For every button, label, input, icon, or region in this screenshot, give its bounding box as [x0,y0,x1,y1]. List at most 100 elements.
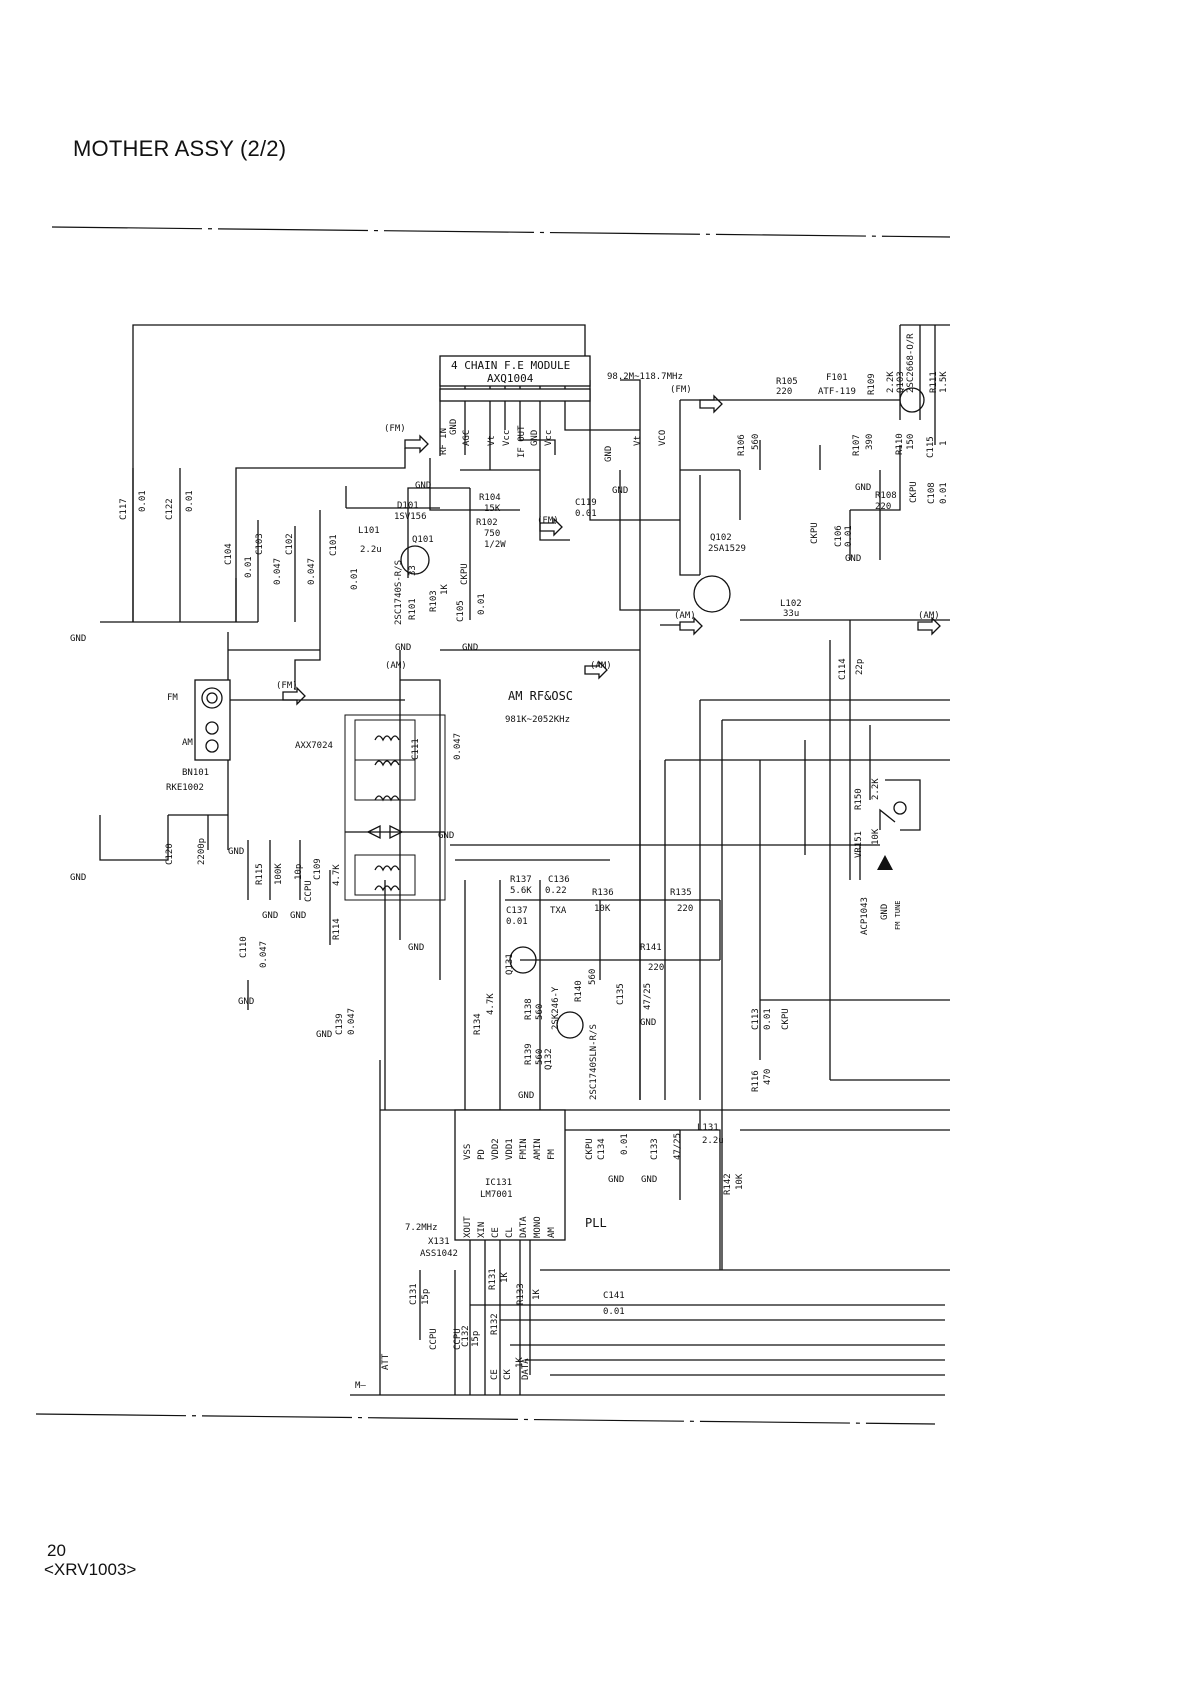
r106-ref: R106 [737,434,747,456]
r111-ref: R111 [929,371,939,393]
d101-value: 1SV156 [394,512,427,522]
fe-pin-names: RF IN GND AGC Vt Vcc IF OUT GND Vcc GND … [439,419,668,462]
ckpu-label: CKPU [909,481,919,503]
r137-ref: R137 [510,875,532,885]
q131-part: 2SK246-Y [551,986,561,1030]
r139-value: 560 [535,1049,545,1065]
q103-part: 2SC2668-O/R [906,333,916,393]
am-signal-label: (AM) [385,661,407,671]
am-signal-label: (AM) [674,611,696,621]
am-jack[interactable] [205,721,219,735]
component-labels: D101 1SV156 L101 2.2u Q101 R104 15K R102… [355,373,897,1391]
gnd-label: GND [462,643,478,653]
c102-ref: C102 [285,533,295,555]
txa-label: TXA [550,906,567,916]
l101-ref: L101 [358,526,380,536]
c139-value: 0.047 [347,1008,357,1035]
c133-value: 47/25 [673,1133,683,1160]
r108-value: 220 [875,502,891,512]
fe-module-pin-strip [439,388,591,402]
q101-transistor [400,545,430,575]
r133-value: 1K [532,1289,542,1300]
c109-value: 10p [294,864,304,880]
c111-ref: C111 [411,738,421,760]
d101-ref: D101 [397,501,419,511]
r138-ref: R138 [524,998,534,1020]
fe-module-freq: 98.2M~118.7MHz [607,372,683,382]
gnd-label: GND [238,997,254,1007]
q102-part: 2SA1529 [708,544,746,554]
c119-value: 0.01 [575,509,597,519]
fm-arrow [404,434,429,454]
r116-value: 470 [763,1069,773,1085]
c120-ref: C120 [165,843,175,865]
r105-ref: R105 [776,377,798,387]
data-label: DATA [521,1358,531,1380]
ckpu-label: CKPU [781,1008,791,1030]
fm-arrow [282,686,306,706]
pll-pin-name: CL [505,1227,515,1238]
c105-value: 0.01 [477,593,487,615]
q101-ref: Q101 [412,535,434,545]
r115-ref: R115 [255,863,265,885]
r107-ref: R107 [852,434,862,456]
r110-ref: R110 [895,433,905,455]
gnd-label: GND [845,554,861,564]
gnd-label: GND [438,831,454,841]
coil-block-part: AXX7024 [295,741,333,751]
fe-pin-name: GND [449,419,459,435]
pll-pin-name: FM [547,1149,557,1160]
fe-pin-name: RF IN [439,428,449,455]
pll-pin-name: XIN [477,1222,487,1238]
c115-value: 1 [939,441,949,446]
fm-jack[interactable] [201,687,223,709]
pll-pin-name: AM [547,1227,557,1238]
fe-pin-name: Vt [487,435,497,446]
r109-value: 2.2K [886,371,896,393]
c101-ref: C101 [329,534,339,556]
pll-label: PLL [585,1216,607,1230]
document-code: <XRV1003> [44,1560,137,1579]
m-line-label: M— [355,1381,366,1391]
r142-value: 10K [735,1173,745,1190]
r101-ref: R101 [408,598,418,620]
gnd-label: GND [395,643,411,653]
ckpu-label: CKPU [460,563,470,585]
c106-ref: C106 [834,525,844,547]
c110-value: 0.047 [259,941,269,968]
q103-ref: Q103 [896,371,906,393]
r136-ref: R136 [592,888,614,898]
r103-ref: R103 [429,590,439,612]
fe-pin-name: GND [604,446,614,462]
pll-pin-name: VDD2 [491,1138,501,1160]
c135-value: 47/25 [643,983,653,1010]
ck-value: 1K [515,1357,525,1368]
c117-ref: C117 [119,498,129,520]
fm-tune-label: FM TUNE [894,900,902,930]
r132-ref: R132 [490,1313,500,1335]
fm-signal-label: (FM) [384,424,406,434]
top-separator-line [51,226,951,238]
c122-value: 0.01 [185,490,195,512]
r104-ref: R104 [479,493,501,503]
gnd-label: GND [608,1175,624,1185]
r102-value: 750 [484,529,500,539]
q132-transistor [556,1011,584,1039]
r133-ref: R133 [516,1283,526,1305]
r115-value: 100K [274,863,284,885]
gnd-label: GND [70,873,86,883]
gnd-label: GND [262,911,278,921]
r135-ref: R135 [670,888,692,898]
fm-tune-arrow-icon [877,855,893,870]
antenna-connector[interactable] [194,679,231,761]
fe-pin-name: AGC [462,430,472,446]
acp-part: ACP1043 [860,897,870,935]
l101-value: 2.2u [360,545,382,555]
page-number: 20 [47,1541,66,1560]
vr151-ref: VR151 [854,831,864,858]
c119-ref: C119 [575,498,597,508]
l102-value: 33u [783,609,799,619]
pll-pin-name: VDD1 [505,1138,515,1160]
fm-arrow [539,517,563,537]
